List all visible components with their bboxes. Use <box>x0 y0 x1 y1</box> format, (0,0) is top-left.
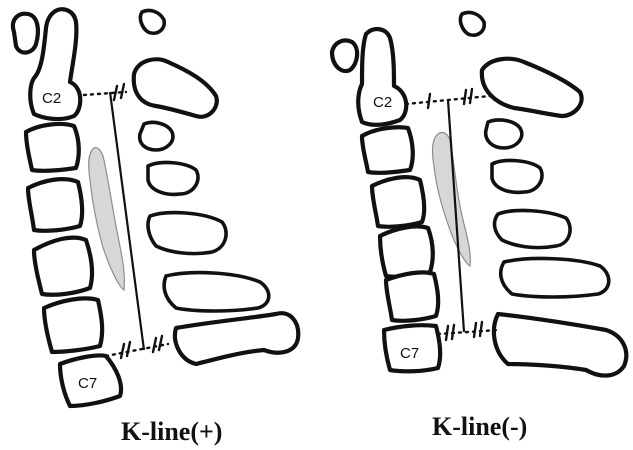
c7-tick-4 <box>159 336 162 350</box>
c7-spinous-process <box>494 314 626 376</box>
c6-spinous-process <box>164 273 269 311</box>
c7-tick-2 <box>127 342 130 356</box>
panel-kline-negative: C2 C7 <box>332 12 626 375</box>
c1-anterior-arch <box>13 14 38 53</box>
c1-posterior-arch <box>460 12 484 35</box>
c4-lamina <box>148 163 198 195</box>
c3-body <box>26 124 79 171</box>
c2-tick-1 <box>428 94 430 108</box>
c7-label: C7 <box>400 345 419 362</box>
c4-body <box>28 179 82 231</box>
c1-anterior-arch <box>332 40 357 71</box>
c3-lamina <box>486 120 522 148</box>
panel-kline-positive: C2 C7 <box>13 9 298 406</box>
c2-tick-3 <box>470 89 472 103</box>
c7-tick-4 <box>480 322 482 336</box>
c7-spinous-process <box>175 313 298 364</box>
c2-tick-1 <box>114 86 117 100</box>
c5-spinous-process <box>148 213 226 254</box>
c3-lamina <box>140 122 173 150</box>
c6-body <box>44 298 102 352</box>
c6-body <box>386 272 438 320</box>
c7-tick-3 <box>474 323 476 337</box>
c2-tick-2 <box>464 90 466 104</box>
caption-kline-positive: K-line(+) <box>121 417 222 447</box>
c1-posterior-arch <box>140 10 164 33</box>
c6-spinous-process <box>501 259 609 297</box>
c5-body <box>380 226 433 276</box>
c4-lamina <box>492 161 542 193</box>
c7-tick-1 <box>446 326 448 340</box>
c3-body <box>362 127 413 173</box>
c7-tick-1 <box>121 344 124 358</box>
c2-tick-2 <box>121 84 124 98</box>
caption-kline-negative: K-line(-) <box>432 412 527 442</box>
c7-label: C7 <box>78 375 97 392</box>
c2-label: C2 <box>373 94 392 111</box>
c7-tick-2 <box>452 325 454 339</box>
c5-spinous-process <box>495 211 571 248</box>
c7-tick-3 <box>153 338 156 352</box>
c2-spinous-process <box>482 59 582 116</box>
c4-body <box>372 177 424 227</box>
c2-spinous-process <box>134 59 217 116</box>
c5-body <box>34 238 92 295</box>
c2-canal-midpoint-line <box>84 92 126 95</box>
c2-label: C2 <box>42 90 61 107</box>
